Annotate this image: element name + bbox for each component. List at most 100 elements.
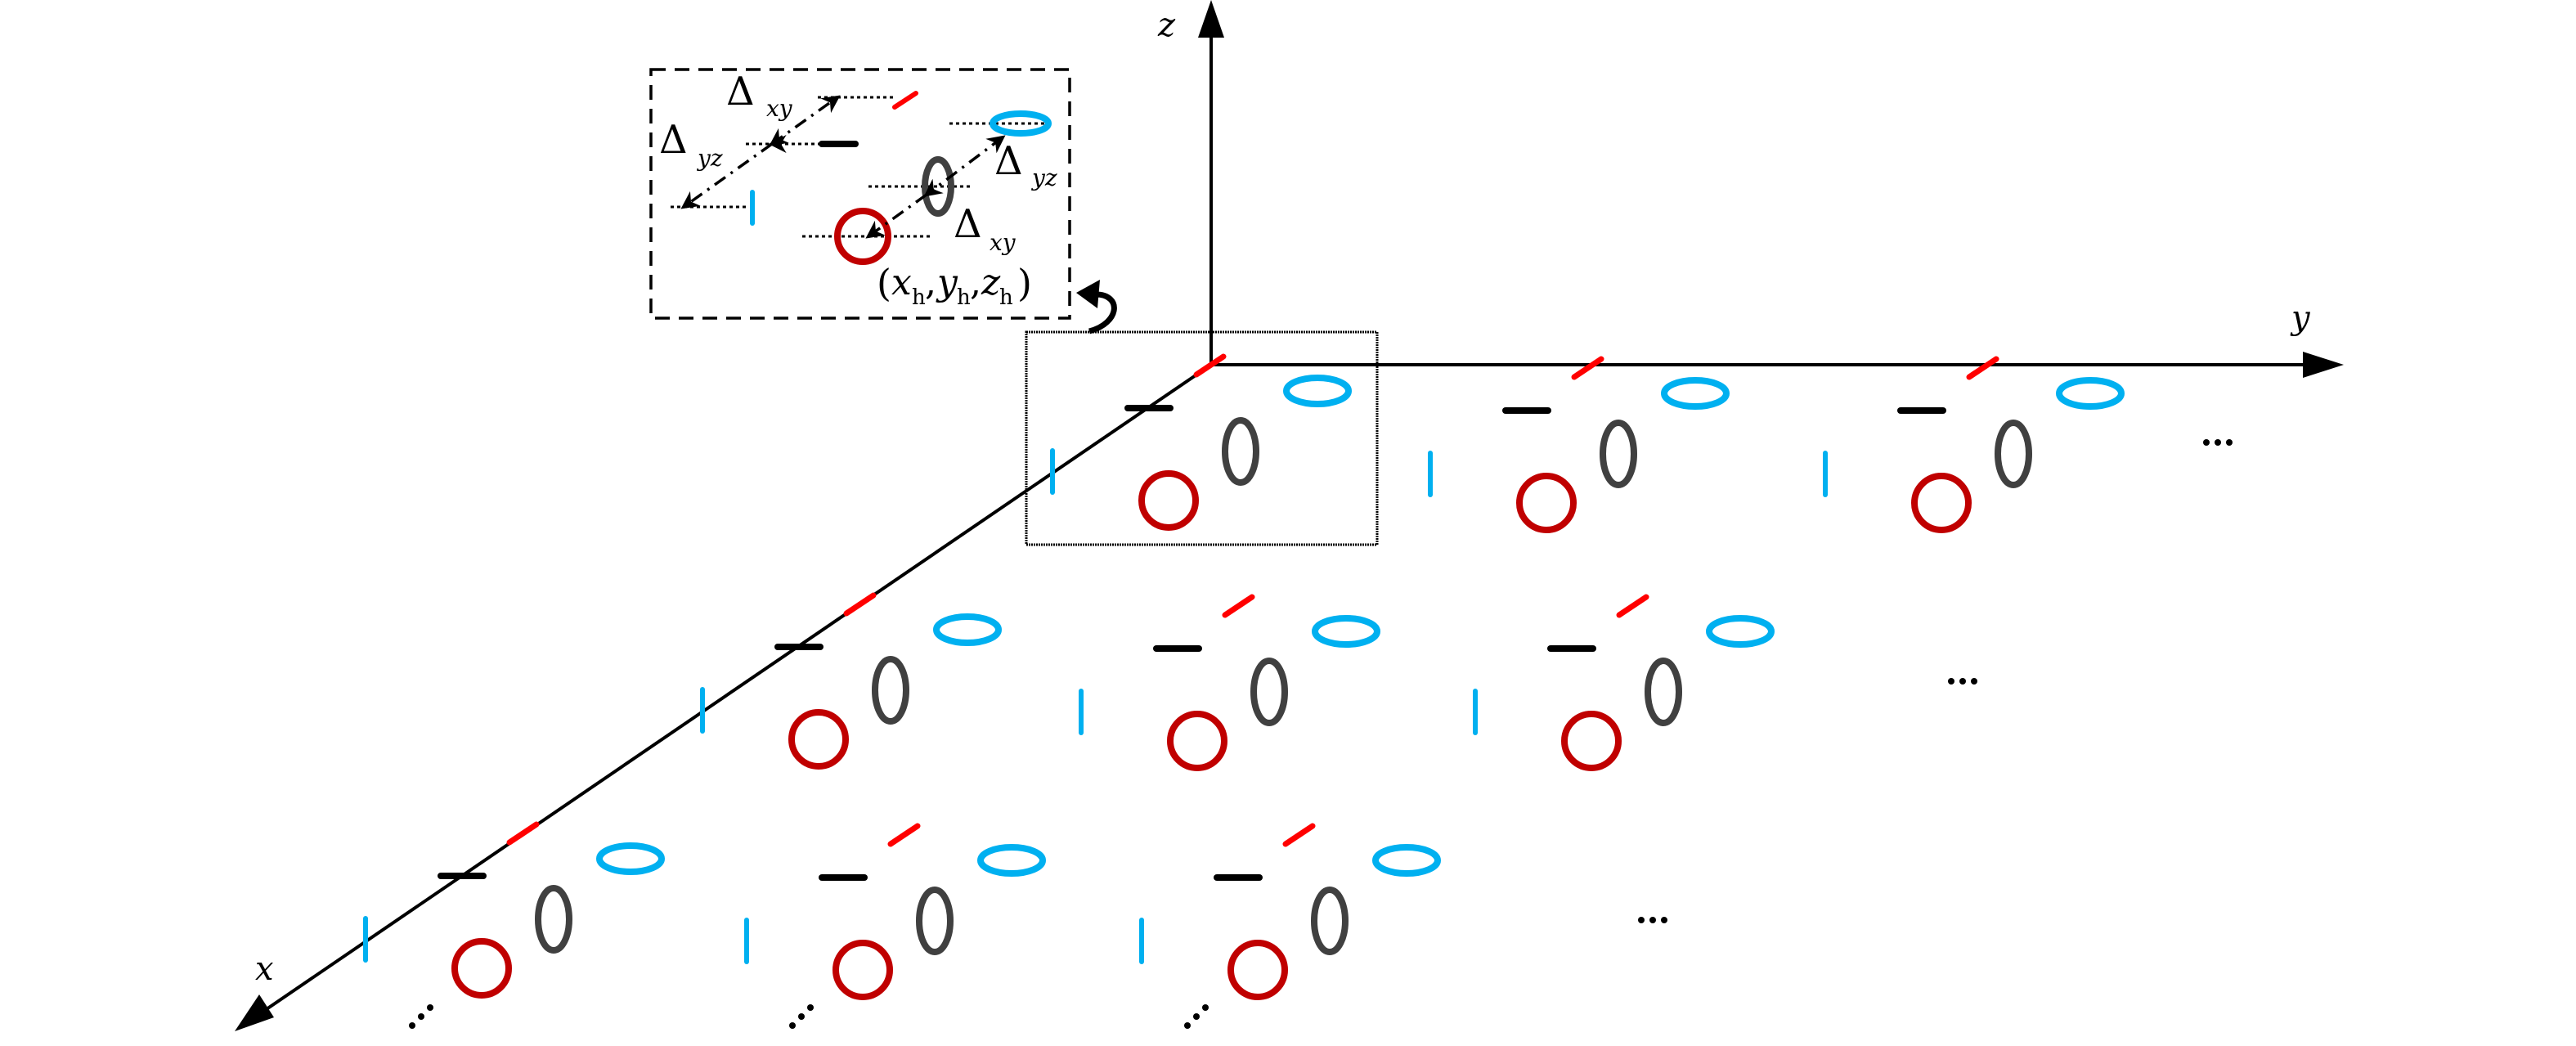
diagonal-ellipsis-col3	[1184, 1004, 1209, 1029]
blue-ellipse	[2056, 377, 2125, 410]
red-dash	[1966, 356, 1999, 380]
inset-label-delta-xy-top: Δ xy	[726, 69, 793, 122]
svg-text:Δ: Δ	[994, 138, 1023, 184]
horizontal-ellipsis-row3	[1638, 917, 1667, 923]
dot	[1202, 1004, 1209, 1011]
dot	[1184, 1022, 1191, 1029]
red-dash	[843, 592, 877, 617]
svg-text:(: (	[877, 261, 891, 305]
dot	[2203, 439, 2210, 446]
red-circle	[451, 938, 512, 999]
axes: z y x	[235, 0, 2344, 1031]
red-circle	[1911, 473, 1972, 533]
svg-text:h: h	[912, 285, 926, 310]
cluster-r3-c1	[363, 821, 665, 999]
red-circle	[832, 940, 893, 1000]
gray-ellipse	[916, 887, 954, 955]
svg-text:xy: xy	[990, 229, 1016, 256]
blue-ellipse	[1372, 844, 1441, 877]
x-axis	[260, 363, 1213, 1014]
dot	[1948, 678, 1954, 685]
z-axis-arrowhead	[1198, 0, 1224, 38]
blue-ellipse	[596, 842, 665, 875]
gray-ellipse	[1645, 658, 1682, 726]
gray-ellipse	[535, 885, 572, 954]
inset-red-dash	[892, 91, 918, 110]
dot	[418, 1013, 424, 1020]
inset-reference-lines	[671, 96, 1045, 238]
svg-text:Δ: Δ	[726, 69, 755, 114]
red-dash	[1282, 823, 1316, 847]
dot	[2226, 439, 2233, 446]
svg-text:Δ: Δ	[659, 117, 688, 163]
blue-ellipse	[977, 844, 1046, 877]
red-dash	[1222, 594, 1255, 618]
svg-text:h: h	[957, 285, 971, 310]
cluster-r1-c2	[1428, 356, 1730, 533]
diagonal-ellipsis-col2	[789, 1004, 814, 1029]
red-dash	[887, 823, 921, 847]
z-axis-label: z	[1157, 7, 1176, 44]
dot	[427, 1004, 433, 1011]
x-axis-arrowhead	[235, 994, 274, 1031]
inset-label-delta-xy-bottom: Δ xy	[954, 201, 1016, 256]
cluster-r3-c2	[744, 823, 1046, 1000]
inset-frame	[649, 68, 1071, 320]
horizontal-ellipsis-row2	[1948, 678, 1977, 685]
horizontal-ellipsis-row1	[2203, 439, 2233, 446]
gray-ellipse	[1222, 417, 1259, 486]
inset-label-delta-yz-left: Δ yz	[659, 117, 723, 172]
cluster-r1-c3	[1823, 356, 2125, 533]
red-dash	[1571, 356, 1604, 380]
dot	[1193, 1013, 1200, 1020]
dot	[807, 1004, 814, 1011]
svg-text:,: ,	[970, 262, 981, 303]
dot	[409, 1022, 415, 1029]
red-circle	[1227, 940, 1288, 1000]
red-dash	[1616, 594, 1649, 618]
cluster-r1-c1	[1050, 353, 1352, 531]
svg-text:,: ,	[925, 262, 936, 303]
blue-ellipse	[1312, 615, 1380, 648]
svg-text:yz: yz	[696, 145, 723, 172]
blue-ellipse	[1661, 377, 1730, 410]
curved-arrow-icon	[1076, 280, 1117, 334]
dot	[1971, 678, 1977, 685]
svg-text:yz: yz	[1030, 164, 1057, 191]
dot	[2215, 439, 2221, 446]
red-circle	[1167, 711, 1227, 771]
inset-label-delta-yz-right: Δ yz	[994, 138, 1057, 191]
blue-ellipse	[1706, 615, 1775, 648]
red-dash	[506, 821, 540, 846]
svg-text:): )	[1017, 261, 1032, 305]
continuation-dots	[409, 439, 2233, 1029]
dot	[1661, 917, 1667, 923]
y-axis-label: y	[2290, 299, 2311, 337]
dot	[789, 1022, 796, 1029]
red-circle	[1138, 470, 1199, 531]
svg-text:x: x	[891, 262, 912, 303]
svg-text:h: h	[999, 285, 1013, 310]
dot	[1649, 917, 1656, 923]
highlight-box	[1025, 330, 1379, 546]
red-dash	[1193, 353, 1227, 378]
inset-spacing-arrows	[680, 95, 1006, 239]
inset-red-circle	[834, 208, 891, 265]
inset-detail: Δ xy Δ yz Δ yz Δ xy ( x h , y h , z h )	[649, 68, 1071, 320]
diagonal-ellipsis-col1	[409, 1004, 433, 1029]
red-circle	[1561, 711, 1622, 771]
svg-text:z: z	[981, 262, 1001, 303]
antenna-clusters	[363, 353, 2125, 1000]
dot	[798, 1013, 805, 1020]
x-axis-label: x	[255, 950, 274, 988]
y-axis-arrowhead	[2303, 352, 2344, 378]
gray-ellipse	[1600, 420, 1637, 488]
svg-text:xy: xy	[766, 95, 793, 122]
gray-ellipse	[1311, 887, 1349, 955]
dot	[1638, 917, 1645, 923]
svg-text:y: y	[936, 262, 958, 303]
blue-ellipse	[933, 613, 1002, 646]
red-circle	[1516, 473, 1577, 533]
gray-ellipse	[1995, 420, 2032, 488]
